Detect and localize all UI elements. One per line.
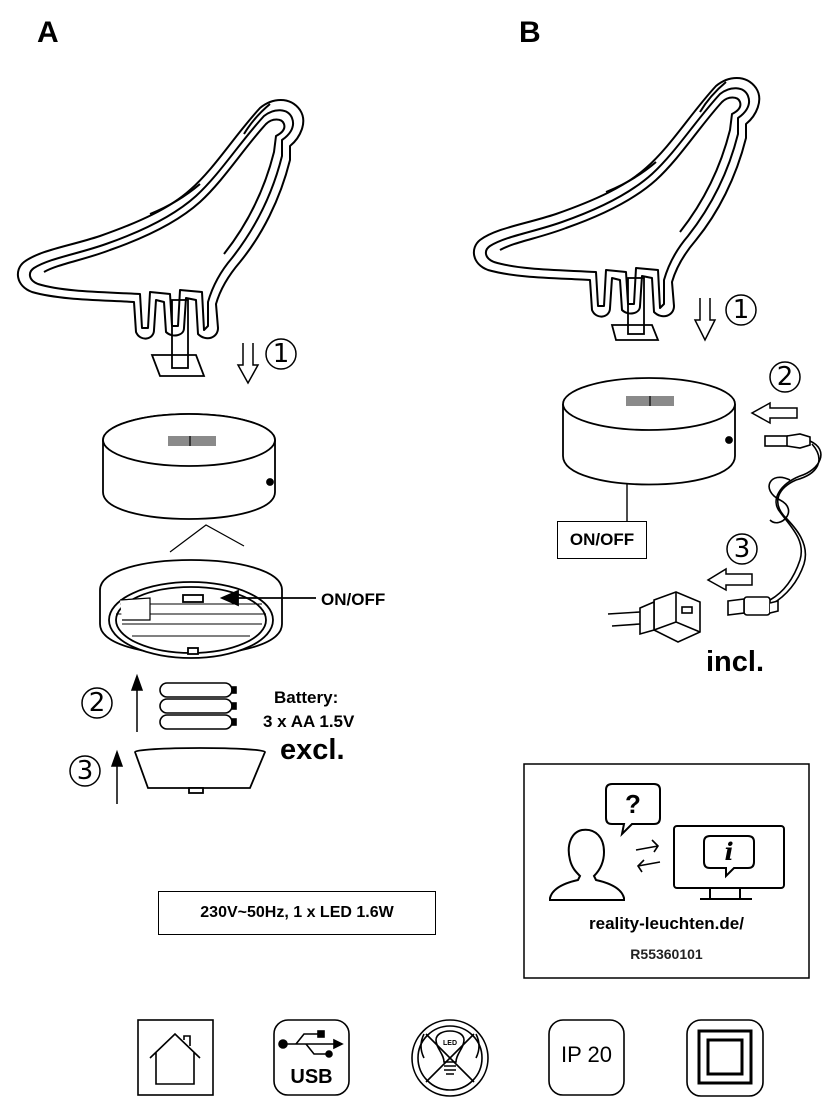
support-box-graphics: [523, 763, 810, 979]
step-circle-a1: [265, 338, 297, 370]
dinosaur-neon-a: [16, 99, 305, 340]
question-glyph: ?: [625, 789, 641, 819]
step-number-a3: 3: [76, 756, 94, 786]
base-b: [562, 377, 736, 486]
step-number-b2: 2: [776, 362, 794, 392]
dinosaur-stand-b: [610, 277, 660, 341]
panel-b-letter: B: [519, 16, 541, 49]
step-number-a1: 1: [272, 339, 290, 369]
step-circle-b1: [725, 294, 757, 326]
arrow-left-b2: [750, 401, 798, 425]
arrow-down-b1: [693, 298, 717, 342]
step-number-b3: 3: [733, 534, 751, 564]
arrow-down-a1: [236, 343, 260, 385]
step-circle-a2: [81, 687, 113, 719]
step-circle-a3: [69, 755, 101, 787]
step-number-a2: 2: [88, 688, 106, 718]
dinosaur-stand-a: [150, 299, 206, 377]
battery-cover: [134, 747, 266, 794]
switch-label-a: ON/OFF: [321, 590, 386, 609]
usb-power-icon: [273, 1019, 350, 1096]
dc-plug-cable: [764, 433, 822, 605]
dinosaur-neon-b: [472, 77, 761, 318]
protection-class-ii-icon: [686, 1019, 764, 1097]
indoor-house-icon: [137, 1019, 214, 1096]
product-code: R55360101: [630, 946, 703, 962]
power-adapter: [607, 591, 701, 643]
battery-title: Battery:: [274, 688, 339, 707]
no-replaceable-led-icon: [411, 1019, 489, 1097]
support-url[interactable]: reality-leuchten.de/: [589, 914, 744, 933]
usb-icon-label: USB: [290, 1066, 333, 1088]
arrow-left-b3: [706, 567, 753, 592]
ip20-rating-icon: [548, 1019, 625, 1096]
panel-a-letter: A: [37, 16, 59, 49]
batteries: [159, 682, 237, 730]
power-spec-box: 230V~50Hz, 1 x LED 1.6W: [158, 891, 436, 935]
step-circle-b3: [726, 533, 758, 565]
battery-excluded-label: excl.: [280, 734, 345, 766]
adapter-included-label: incl.: [706, 646, 765, 678]
ip-icon-label: IP 20: [561, 1042, 612, 1067]
battery-spec: 3 x AA 1.5V: [263, 712, 355, 731]
switch-pointer-a: [219, 589, 316, 607]
arrow-up-a3: [110, 749, 124, 804]
usb-plug: [727, 596, 779, 616]
step-number-b1: 1: [732, 295, 750, 325]
led-icon-label: LED: [443, 1040, 457, 1047]
step-circle-b2: [769, 361, 801, 393]
base-bottom-a: [99, 559, 283, 659]
switch-label-b: ON/OFF: [557, 521, 647, 559]
info-glyph: i: [724, 837, 734, 866]
base-top-a: [102, 413, 276, 520]
arrow-up-a2: [130, 673, 144, 732]
